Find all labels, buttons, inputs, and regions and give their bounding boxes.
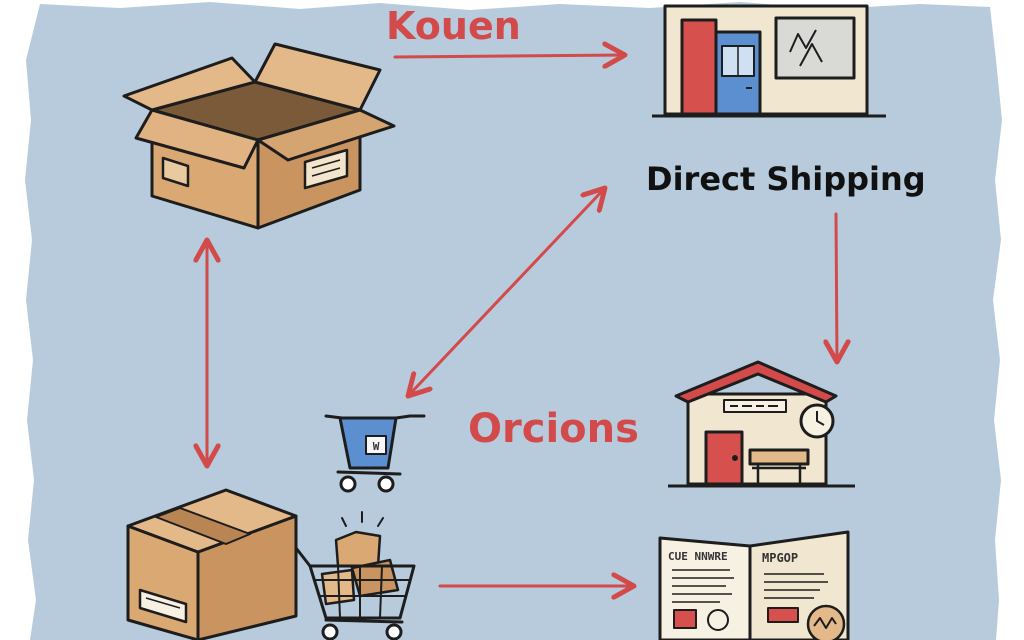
closed-box-icon bbox=[126, 488, 298, 640]
shopping-cart-icon bbox=[324, 414, 426, 493]
catalog-icon bbox=[658, 530, 850, 640]
full-cart-icon bbox=[294, 511, 416, 640]
direct-shipping-label: Direct Shipping bbox=[646, 160, 926, 198]
small-shop-icon bbox=[668, 360, 855, 488]
open-box-icon bbox=[122, 42, 396, 230]
arrow-direct-shipping-down bbox=[836, 212, 837, 362]
orcions-label: Orcions bbox=[468, 406, 639, 452]
cart-badge-label: W bbox=[373, 440, 380, 453]
arrow-kouen bbox=[393, 55, 625, 57]
storefront-icon bbox=[652, 4, 886, 118]
catalog-left-text: CUE NNWRE bbox=[668, 550, 728, 563]
kouen-label: Kouen bbox=[386, 4, 521, 48]
catalog-right-text: MPGOP bbox=[762, 551, 798, 565]
arrow-diagonal bbox=[408, 188, 605, 396]
